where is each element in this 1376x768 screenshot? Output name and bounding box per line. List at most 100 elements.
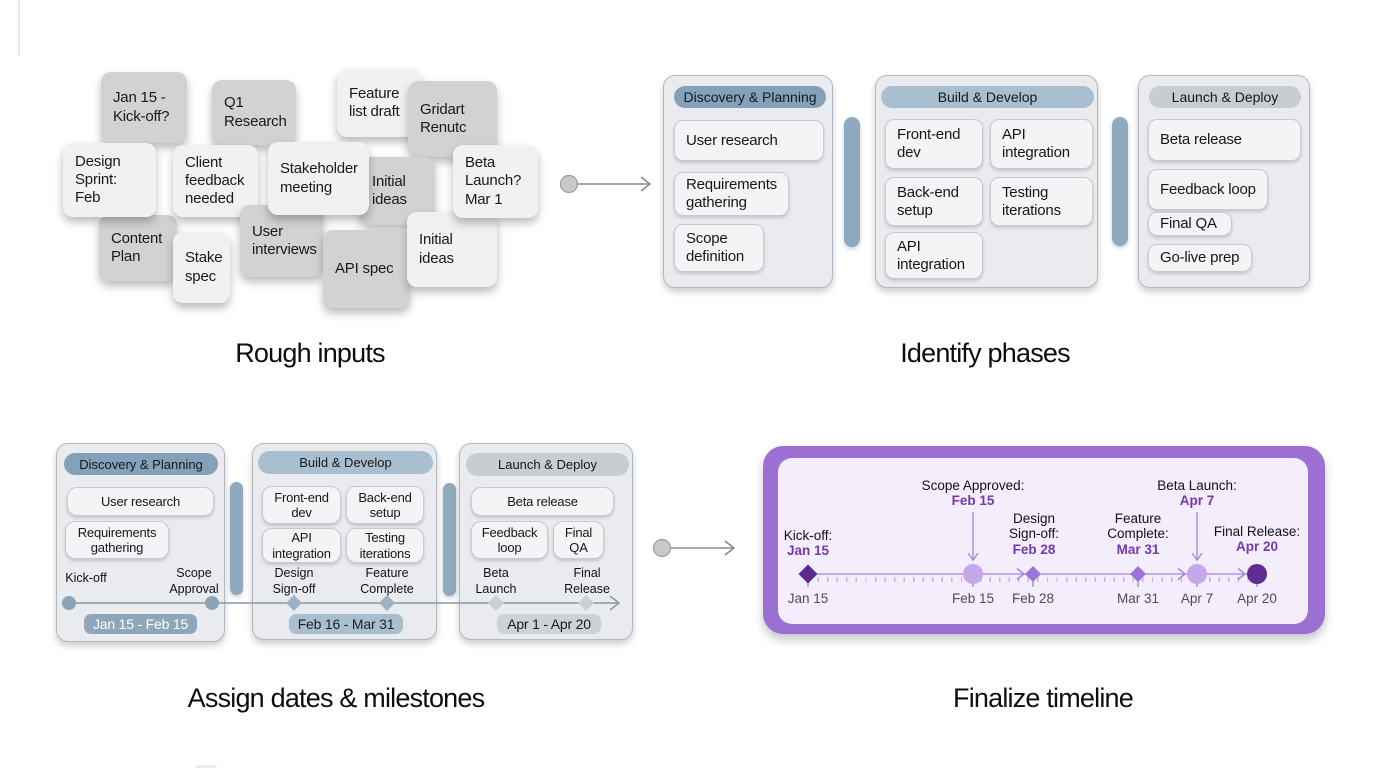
milestone-name: Kick-off:: [783, 528, 833, 543]
phase-item[interactable]: Front-end dev: [262, 486, 341, 524]
arrowhead-icon: [967, 552, 979, 562]
sticky-note[interactable]: API spec: [323, 230, 410, 308]
phase-column-launch[interactable]: Launch & Deploy Beta release Feedback lo…: [1138, 75, 1310, 288]
phase-item[interactable]: Front-end dev: [885, 119, 983, 169]
phase-item[interactable]: Back-end setup: [346, 486, 424, 524]
milestone-date: Jan 15: [786, 543, 830, 559]
phase-item[interactable]: Scope definition: [674, 224, 764, 272]
timeline-axis: [798, 512, 1267, 587]
phase-item-label: Testing iterations: [1002, 183, 1061, 219]
arrowhead-icon: [1191, 552, 1203, 562]
phase-item[interactable]: API integration: [990, 119, 1093, 169]
date-range-label: Jan 15 - Feb 15: [92, 616, 189, 632]
connector-bar[interactable]: [1112, 117, 1128, 246]
milestone-name: Feature Complete:: [1107, 511, 1169, 542]
date-range-pill[interactable]: Jan 15 - Feb 15: [84, 614, 197, 634]
milestone-label: Final Release: [564, 566, 610, 597]
timeline-axis-label: Mar 31: [1116, 591, 1160, 606]
phase-header[interactable]: Discovery & Planning: [64, 453, 218, 475]
flow-arrow-icon[interactable]: [555, 170, 667, 198]
dated-phase-build[interactable]: Build & Develop Front-end dev Back-end s…: [252, 443, 437, 640]
sticky-note[interactable]: Content Plan: [99, 215, 177, 281]
timeline-marker-circle-dark[interactable]: [1247, 564, 1267, 584]
phase-item[interactable]: User research: [674, 120, 824, 161]
phase-header[interactable]: Discovery & Planning: [674, 86, 826, 108]
phase-item[interactable]: Final QA: [1148, 212, 1232, 236]
phase-item[interactable]: Go-live prep: [1148, 244, 1252, 272]
sticky-note[interactable]: Q1 Research: [212, 80, 296, 145]
sticky-note-text: Initial ideas: [419, 231, 454, 267]
phase-item[interactable]: User research: [67, 487, 214, 516]
phase-item-label: API integration: [272, 530, 331, 561]
timeline-milestone-label: Beta Launch: Apr 7: [1142, 478, 1252, 509]
phase-item[interactable]: Feedback loop: [1148, 169, 1268, 210]
sticky-note[interactable]: Design Sprint: Feb: [63, 143, 156, 217]
phase-header[interactable]: Launch & Deploy: [466, 453, 629, 476]
sticky-note-text: Beta Launch? Mar 1: [465, 154, 522, 208]
phase-header[interactable]: Build & Develop: [258, 451, 433, 474]
flow-arrow-icon[interactable]: [648, 534, 750, 562]
phase-item[interactable]: API integration: [885, 232, 983, 279]
canvas-edge-artifact: [18, 0, 20, 56]
timeline-marker-diamond-mid[interactable]: [1130, 566, 1146, 582]
timeline-axis-label: Apr 20: [1237, 591, 1277, 606]
phase-column-build[interactable]: Build & Develop Front-end dev API integr…: [875, 75, 1098, 288]
date-range-pill[interactable]: Feb 16 - Mar 31: [289, 614, 403, 634]
dated-phase-launch[interactable]: Launch & Deploy Beta release Feedback lo…: [459, 443, 633, 640]
phase-item[interactable]: Back-end setup: [885, 177, 983, 226]
phase-item[interactable]: Beta release: [1148, 119, 1301, 161]
date-range-pill[interactable]: Apr 1 - Apr 20: [497, 614, 601, 634]
section-title-finalize-timeline: Finalize timeline: [953, 683, 1134, 713]
phase-item[interactable]: Feedback loop: [471, 521, 548, 559]
phase-item-label: Testing iterations: [359, 530, 411, 561]
sticky-note[interactable]: Client feedback needed: [173, 145, 258, 217]
connector-bar[interactable]: [844, 117, 860, 247]
sticky-note[interactable]: Initial ideas: [407, 212, 497, 287]
phase-item[interactable]: Requirements gathering: [674, 172, 789, 216]
phase-item[interactable]: Testing iterations: [990, 177, 1093, 226]
sticky-note[interactable]: User interviews: [240, 205, 323, 277]
milestone-label: Design Sign-off: [272, 566, 316, 597]
timeline-marker-diamond-mid[interactable]: [1025, 566, 1041, 582]
phase-item-label: Feedback loop: [481, 524, 538, 555]
phase-item-label: Back-end setup: [358, 489, 412, 520]
timeline-marker-diamond-dark[interactable]: [798, 564, 818, 584]
sticky-note-text: Stake spec: [185, 249, 223, 285]
milestone-date: Feb 28: [1012, 541, 1056, 557]
sticky-note[interactable]: Feature list draft: [337, 69, 421, 137]
phase-header[interactable]: Launch & Deploy: [1149, 86, 1301, 108]
phase-item[interactable]: Final QA: [553, 521, 604, 559]
phase-item[interactable]: Testing iterations: [346, 528, 424, 563]
timeline-axis-label: Jan 15: [787, 591, 829, 606]
timeline-milestone-label: Kick-off: Jan 15: [763, 528, 853, 559]
phase-item[interactable]: Requirements gathering: [65, 521, 169, 559]
phase-item[interactable]: API integration: [262, 528, 341, 563]
phase-item[interactable]: Beta release: [471, 487, 614, 516]
timeline-marker-circle-light[interactable]: [1187, 564, 1207, 584]
sticky-note[interactable]: Jan 15 - Kick-off?: [101, 72, 187, 143]
phase-header-label: Launch & Deploy: [497, 457, 597, 472]
connector-bar[interactable]: [443, 483, 456, 596]
canvas-edge-artifact: [195, 765, 217, 768]
phase-item-label: User research: [686, 131, 778, 149]
timeline-milestone-label: Final Release: Apr 20: [1202, 524, 1312, 555]
connector-bar[interactable]: [230, 482, 243, 595]
phase-item-label: Front-end dev: [274, 489, 329, 520]
arrowhead-icon: [1016, 567, 1026, 581]
sticky-note[interactable]: Beta Launch? Mar 1: [453, 145, 538, 218]
sticky-note[interactable]: Stake spec: [173, 232, 230, 303]
timeline-axis-label: Feb 15: [951, 591, 995, 606]
sticky-note[interactable]: Stakeholder meeting: [268, 142, 369, 215]
milestone-date: Apr 20: [1235, 539, 1279, 555]
phase-item-label: Beta release: [1160, 131, 1242, 149]
arrowhead-icon: [1177, 567, 1187, 581]
phase-item-label: Front-end dev: [897, 126, 961, 161]
sticky-note-text: Q1 Research: [224, 94, 287, 130]
phase-item-label: Go-live prep: [1160, 249, 1240, 267]
sticky-note[interactable]: Gridart Renutc: [408, 81, 497, 157]
phase-header[interactable]: Build & Develop: [881, 86, 1094, 108]
dated-phase-discovery[interactable]: Discovery & Planning User research Requi…: [56, 443, 225, 642]
phase-column-discovery[interactable]: Discovery & Planning User research Requi…: [663, 75, 833, 288]
timeline-marker-circle-light[interactable]: [963, 564, 983, 584]
